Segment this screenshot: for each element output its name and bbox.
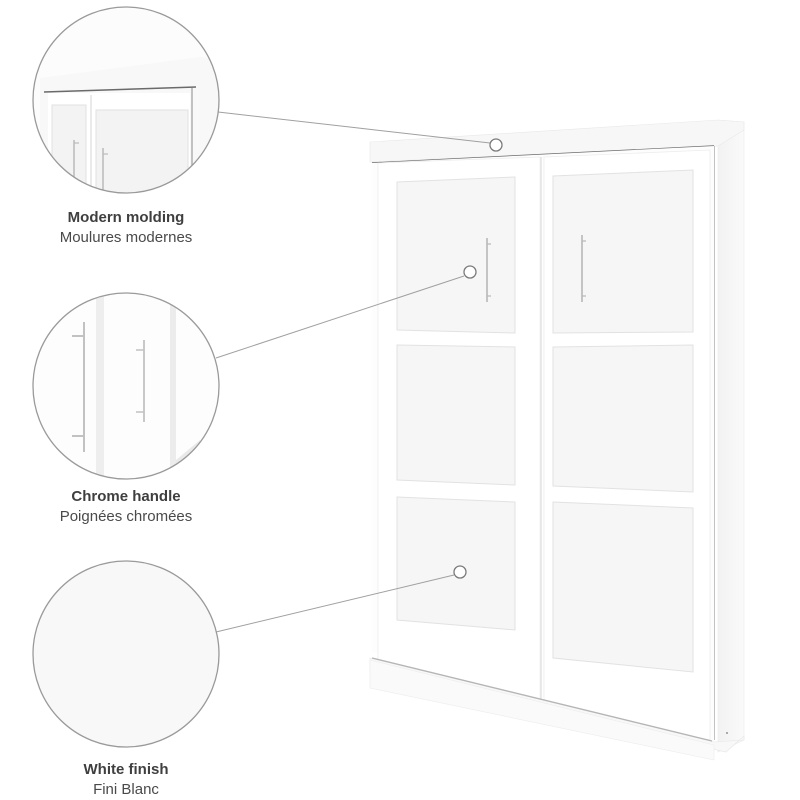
- feature-subtitle: Fini Blanc: [93, 781, 159, 798]
- feature-subtitle: Poignées chromées: [59, 508, 193, 525]
- chrome-handle-icon: [32, 292, 220, 480]
- right-door: [543, 149, 711, 741]
- top-molding: [369, 119, 745, 163]
- feature-label-molding: Modern molding Moulures modernes: [26, 208, 226, 248]
- callout-leaders: [215, 111, 491, 633]
- hotspot-finish[interactable]: [453, 565, 467, 579]
- feature-subtitle: Moulures modernes: [59, 229, 193, 246]
- left-door: [377, 156, 541, 706]
- feature-label-finish: White finish Fini Blanc: [26, 760, 226, 800]
- white-finish-swatch-icon: [32, 560, 220, 748]
- feature-title: Modern molding: [67, 209, 185, 226]
- hotspot-handle[interactable]: [463, 265, 477, 279]
- feature-title: Chrome handle: [71, 488, 181, 505]
- hotspot-molding[interactable]: [489, 138, 503, 152]
- feature-label-handle: Chrome handle Poignées chromées: [26, 487, 226, 527]
- wall-bed-cabinet: [369, 119, 745, 761]
- molding-detail-icon: [32, 6, 220, 194]
- feature-title: White finish: [83, 761, 169, 778]
